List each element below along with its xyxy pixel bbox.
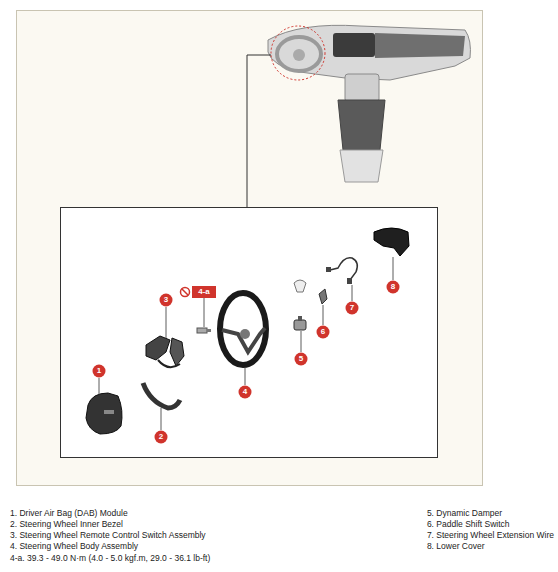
legend-line: 1. Driver Air Bag (DAB) Module [10, 508, 128, 518]
callout-number: 4 [238, 385, 252, 399]
paddle-shift-switch [319, 289, 327, 304]
bolt [197, 328, 211, 333]
lower-cover [374, 228, 409, 256]
callout-number: 8 [386, 280, 400, 294]
steering-wheel-body [220, 293, 266, 365]
torque-callout: 4-a [192, 286, 216, 298]
detail-box [61, 208, 438, 458]
callout-number: 2 [154, 430, 168, 444]
callout-circles [93, 281, 400, 444]
extension-wire [326, 258, 357, 284]
legend-line: 7. Steering Wheel Extension Wire [427, 530, 554, 540]
torque-tag [192, 286, 216, 298]
callout-number: 7 [345, 301, 359, 315]
remote-switch-assembly [146, 336, 184, 367]
legend-line: 4-a. 39.3 - 49.0 N·m (4.0 - 5.0 kgf.m, 2… [10, 553, 210, 563]
dynamic-damper [294, 316, 306, 330]
callout-number: 6 [316, 325, 330, 339]
legend-line: 8. Lower Cover [427, 541, 485, 551]
legend-line: 6. Paddle Shift Switch [427, 519, 510, 529]
legend-line: 5. Dynamic Damper [427, 508, 502, 518]
legend-line: 4. Steering Wheel Body Assembly [10, 541, 138, 551]
no-reuse-symbol [181, 288, 190, 297]
callout-number: 3 [159, 293, 173, 307]
leader-lines [99, 257, 393, 430]
inner-bezel [143, 383, 180, 408]
callout-number: 1 [92, 364, 106, 378]
dashboard-illustration [268, 25, 470, 182]
outer-panel [17, 11, 483, 486]
callout-number: 5 [294, 352, 308, 366]
detail-leader [247, 55, 271, 207]
legend-line: 2. Steering Wheel Inner Bezel [10, 519, 123, 529]
airbag-module [86, 393, 122, 434]
clip [294, 280, 306, 292]
legend-line: 3. Steering Wheel Remote Control Switch … [10, 530, 206, 540]
